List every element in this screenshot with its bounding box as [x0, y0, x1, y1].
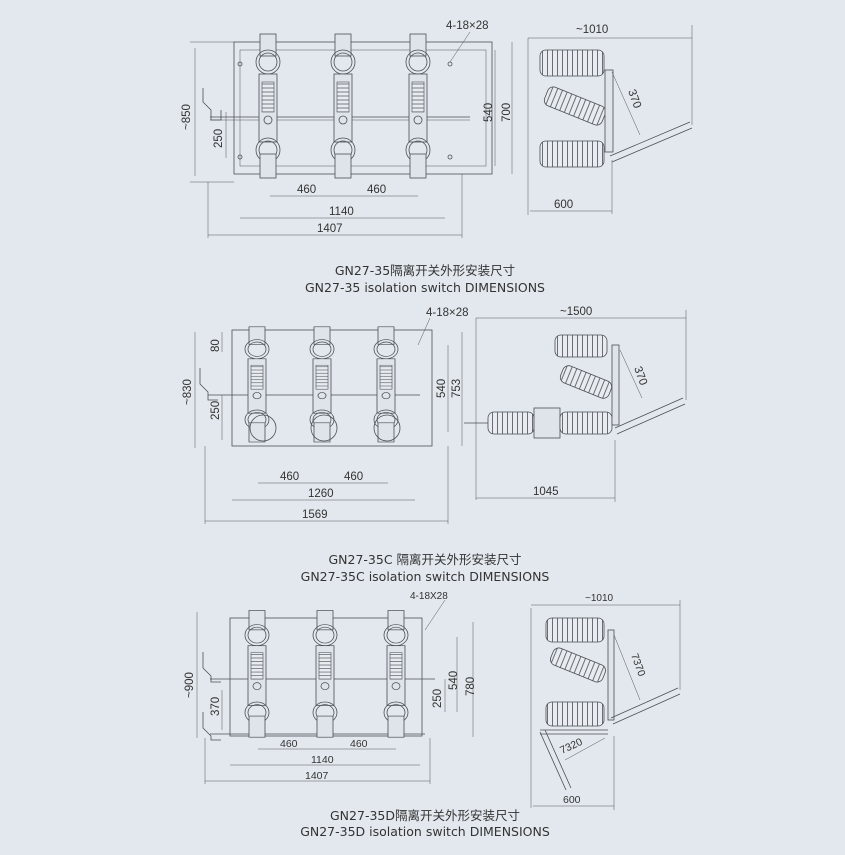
- dim-height-low: 250: [210, 401, 222, 420]
- front-view: 4-18×28 ~830 80 250 540 753 460 460 1260…: [182, 307, 469, 524]
- dim-width-total: 1569: [302, 509, 328, 521]
- dim-base: 600: [563, 794, 581, 806]
- dim-hole: 4-18×28: [426, 307, 469, 319]
- dim-pitch-2: 460: [367, 184, 386, 196]
- drawing-gn27-35c: 4-18×28 ~830 80 250 540 753 460 460 1260…: [182, 306, 687, 584]
- dim-hole: 4-18×28: [446, 20, 489, 32]
- side-view: ~1500 370 1045: [464, 306, 687, 502]
- dim-width-total: 1407: [317, 223, 343, 235]
- front-view: 4-18×28 ~850 250 540 700 460 460 1140 14…: [181, 20, 513, 238]
- dim-height-earth: 250: [432, 689, 444, 708]
- dim-height-top: 80: [210, 339, 222, 352]
- dim-width-inner: 1140: [311, 754, 334, 766]
- dim-width-inner: 1260: [308, 488, 334, 500]
- dim-height-frame: 700: [501, 103, 513, 122]
- caption-cn: GN27-35隔离开关外形安装尺寸: [335, 263, 515, 278]
- dim-height-total: ~850: [181, 104, 193, 130]
- dim-earth-blade: 7320: [558, 736, 584, 757]
- dim-height-mid: 540: [436, 379, 448, 398]
- dim-height-mid: 540: [448, 671, 460, 690]
- dim-pitch-1: 460: [280, 471, 299, 483]
- dim-height-total: ~900: [184, 672, 196, 698]
- dim-height-mid: 540: [483, 103, 495, 122]
- dim-depth: ~1010: [576, 24, 608, 36]
- dim-hole: 4-18X28: [410, 591, 448, 602]
- operating-handle: [202, 652, 221, 683]
- earthing-handle: [202, 712, 221, 741]
- dim-blade: 7370: [628, 652, 647, 678]
- drawing-gn27-35: 4-18×28 ~850 250 540 700 460 460 1140 14…: [181, 20, 693, 295]
- dim-pitch-2: 460: [344, 471, 363, 483]
- dim-depth: ~1010: [585, 593, 614, 604]
- operating-handle: [202, 88, 222, 121]
- dim-height-total: ~830: [182, 379, 194, 405]
- dim-width-inner: 1140: [329, 206, 354, 218]
- dim-pitch-1: 460: [297, 184, 316, 196]
- dim-base: 600: [554, 199, 573, 211]
- caption-cn: GN27-35D隔离开关外形安装尺寸: [330, 808, 520, 823]
- side-view: ~1010 7370 7320 600: [530, 593, 681, 810]
- caption-en: GN27-35D isolation switch DIMENSIONS: [300, 824, 550, 839]
- dim-width-total: 1407: [305, 770, 329, 782]
- operating-handle: [199, 368, 218, 401]
- dim-height-low: 250: [213, 129, 225, 148]
- dim-blade: 370: [631, 365, 649, 387]
- front-view: 4-18X28 ~900 370 250 540 780 460 460 114…: [184, 591, 477, 784]
- dim-pitch-1: 460: [280, 738, 298, 750]
- dim-blade: 370: [625, 88, 643, 110]
- drawing-gn27-35d: 4-18X28 ~900 370 250 540 780 460 460 114…: [184, 591, 681, 839]
- side-view: ~1010 370 600: [527, 24, 693, 215]
- dim-height-frame: 780: [465, 677, 477, 696]
- dim-height-low: 370: [210, 697, 222, 716]
- caption-cn: GN27-35C 隔离开关外形安装尺寸: [328, 552, 521, 567]
- dim-height-frame: 753: [451, 379, 463, 398]
- dim-pitch-2: 460: [350, 738, 368, 750]
- caption-en: GN27-35 isolation switch DIMENSIONS: [305, 280, 545, 295]
- dim-base: 1045: [533, 486, 559, 498]
- dim-depth: ~1500: [560, 306, 592, 318]
- caption-en: GN27-35C isolation switch DIMENSIONS: [301, 569, 550, 584]
